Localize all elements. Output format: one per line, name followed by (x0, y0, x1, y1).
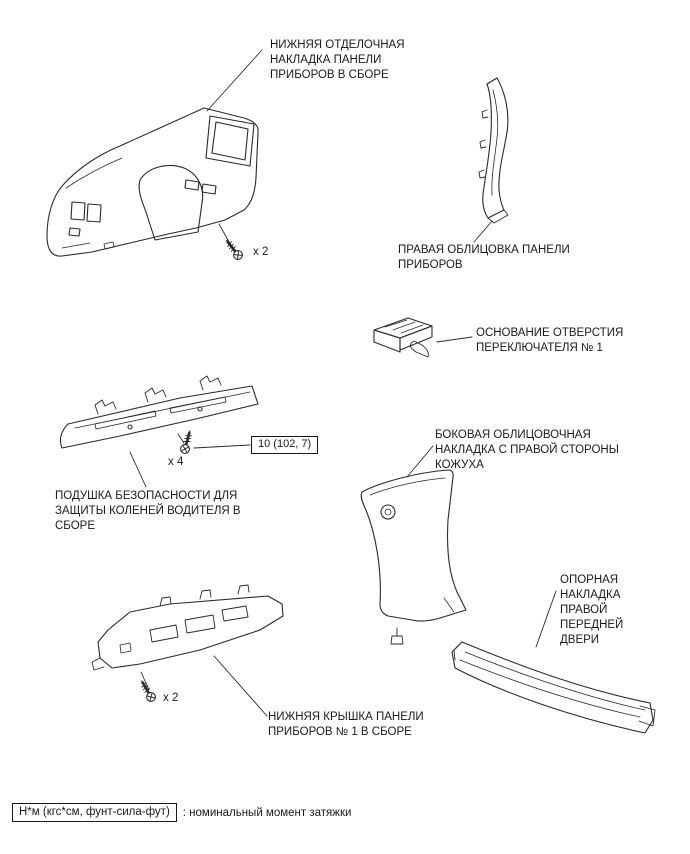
label-door-scuff-plate: ОПОРНАЯ НАКЛАДКА ПРАВОЙ ПЕРЕДНЕЙ ДВЕРИ (560, 574, 624, 646)
leader-lines (129, 49, 557, 717)
cowl-side-trim-drawing (360, 469, 467, 645)
qty-finish-panel-screws: x 2 (253, 246, 269, 258)
qty-airbag-bolts: x 4 (168, 456, 184, 468)
qty-lower-cover-screws: x 2 (163, 692, 179, 704)
knee-airbag-drawing (59, 375, 259, 449)
label-cowl-side-trim: БОКОВАЯ ОБЛИЦОВОЧНАЯ НАКЛАДКА С ПРАВОЙ С… (435, 429, 619, 471)
switch-hole-base-drawing (373, 317, 433, 358)
label-lower-finish-panel: НИЖНЯЯ ОТДЕЛОЧНАЯ НАКЛАДКА ПАНЕЛИ ПРИБОР… (270, 39, 405, 81)
label-knee-airbag: ПОДУШКА БЕЗОПАСНОСТИ ДЛЯ ЗАЩИТЫ КОЛЕНЕЙ … (55, 490, 241, 532)
torque-legend-description: : номинальный момент затяжки (182, 806, 352, 819)
torque-spec-box: 10 (102, 7) (251, 436, 319, 454)
torque-legend-units: Н*м (кгс*см, фунт-сила-фут) (12, 803, 177, 822)
screw-icon (136, 676, 159, 705)
label-lower-cover-no1: НИЖНЯЯ КРЫШКА ПАНЕЛИ ПРИБОРОВ № 1 В СБОР… (268, 711, 424, 738)
lower-finish-panel-drawing (46, 107, 259, 257)
label-right-ip-trim: ПРАВАЯ ОБЛИЦОВКА ПАНЕЛИ ПРИБОРОВ (398, 244, 570, 271)
door-scuff-plate-drawing (451, 641, 656, 734)
lower-cover-no1-drawing (91, 584, 284, 671)
torque-legend: Н*м (кгс*см, фунт-сила-фут) : номинальны… (12, 803, 351, 822)
bolt-icon (178, 427, 196, 456)
label-switch-hole-base: ОСНОВАНИЕ ОТВЕРСТИЯ ПЕРЕКЛЮЧАТЕЛЯ № 1 (476, 327, 624, 354)
right-ip-trim-drawing (478, 77, 509, 224)
